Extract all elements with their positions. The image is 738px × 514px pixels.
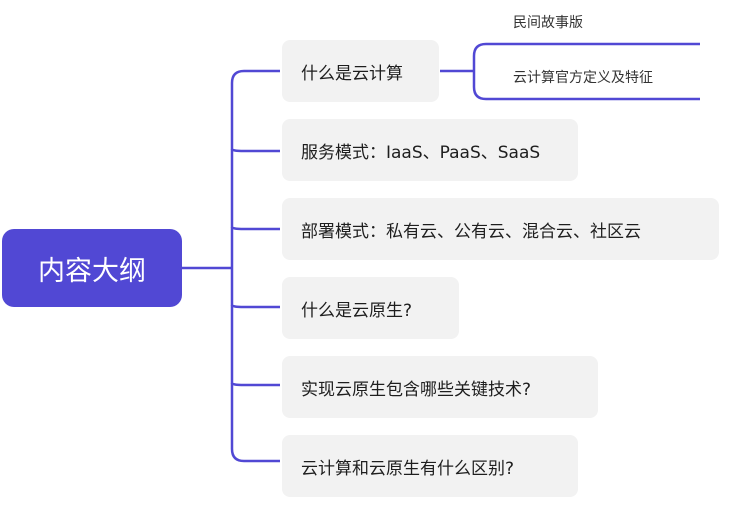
branch-node-cloud-native[interactable]: 什么是云原生? [282,277,459,339]
branch-label: 什么是云原生? [301,300,413,321]
branch-label: 服务模式：IaaS、PaaS、SaaS [301,142,541,163]
root-label: 内容大纲 [38,255,146,287]
leaf-node-folk-story[interactable]: 民间故事版 [513,12,583,32]
root-node[interactable]: 内容大纲 [2,229,182,307]
branch-label: 什么是云计算 [301,63,403,84]
leaf-node-official-definition[interactable]: 云计算官方定义及特征 [513,67,653,87]
leaf-label: 民间故事版 [513,15,583,31]
branch-label: 部署模式：私有云、公有云、混合云、社区云 [301,221,641,242]
branch-node-deployment-models[interactable]: 部署模式：私有云、公有云、混合云、社区云 [282,198,719,260]
branch-node-cloud-computing[interactable]: 什么是云计算 [282,40,439,102]
branch-node-difference[interactable]: 云计算和云原生有什么区别? [282,435,578,497]
leaf-label: 云计算官方定义及特征 [513,70,653,86]
branch-node-key-technologies[interactable]: 实现云原生包含哪些关键技术? [282,356,598,418]
branch-label: 云计算和云原生有什么区别? [301,458,515,479]
branch-node-service-models[interactable]: 服务模式：IaaS、PaaS、SaaS [282,119,578,181]
branch-label: 实现云原生包含哪些关键技术? [301,379,532,400]
